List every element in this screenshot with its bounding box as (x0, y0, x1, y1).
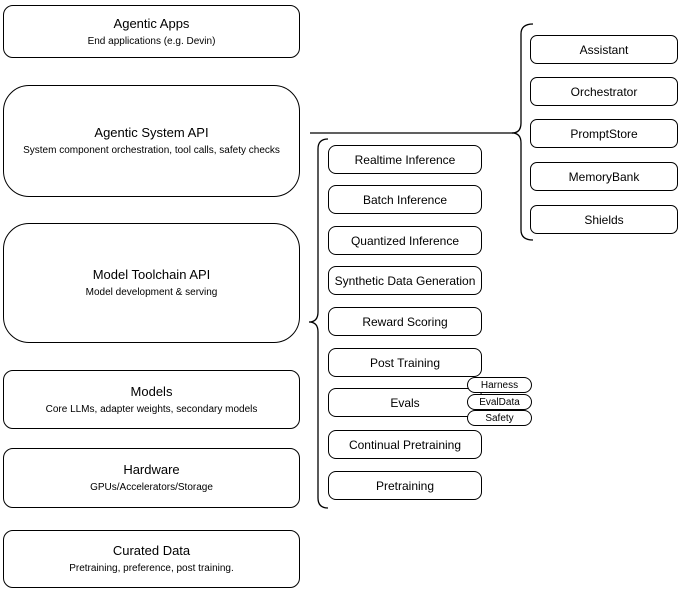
node-memorybank: MemoryBank (530, 162, 678, 191)
layer-title: Models (130, 383, 173, 399)
node-pretraining: Pretraining (328, 471, 482, 500)
node-quantized-inference: Quantized Inference (328, 226, 482, 255)
layer-title: Model Toolchain API (92, 267, 211, 282)
layer-subtitle: System component orchestration, tool cal… (23, 145, 280, 156)
layer-title: Hardware (123, 462, 180, 477)
node-post-training: Post Training (328, 348, 482, 377)
node-shields: Shields (530, 205, 678, 234)
layer-title: Curated Data (112, 543, 191, 558)
evals-tag-evaldata: EvalData (467, 394, 532, 410)
layer-subtitle: Pretraining, preference, post training. (69, 563, 234, 574)
layer-title: Agentic Apps (113, 15, 190, 31)
node-orchestrator: Orchestrator (530, 77, 678, 106)
layer-subtitle: End applications (e.g. Devin) (87, 35, 216, 47)
layer-subtitle: Model development & serving (85, 287, 218, 298)
layer-curated-data: Curated Data Pretraining, preference, po… (3, 530, 300, 588)
node-realtime-inference: Realtime Inference (328, 145, 482, 174)
layer-title: Agentic System API (94, 125, 209, 140)
node-synthetic-data-generation: Synthetic Data Generation (328, 266, 482, 295)
node-batch-inference: Batch Inference (328, 185, 482, 214)
node-continual-pretraining: Continual Pretraining (328, 430, 482, 459)
evals-tag-safety: Safety (467, 410, 532, 426)
node-assistant: Assistant (530, 35, 678, 64)
node-reward-scoring: Reward Scoring (328, 307, 482, 336)
node-evals: Evals (328, 388, 482, 417)
layer-hardware: Hardware GPUs/Accelerators/Storage (3, 448, 300, 508)
layer-agentic-system-api: Agentic System API System component orch… (3, 85, 300, 197)
layer-subtitle: GPUs/Accelerators/Storage (90, 482, 213, 493)
toolchain-brace (308, 138, 329, 509)
layer-subtitle: Core LLMs, adapter weights, secondary mo… (45, 403, 258, 415)
layer-models: Models Core LLMs, adapter weights, secon… (3, 370, 300, 429)
node-promptstore: PromptStore (530, 119, 678, 148)
evals-tag-harness: Harness (467, 377, 532, 393)
layer-model-toolchain-api: Model Toolchain API Model development & … (3, 223, 300, 343)
layer-agentic-apps: Agentic Apps End applications (e.g. Devi… (3, 5, 300, 58)
